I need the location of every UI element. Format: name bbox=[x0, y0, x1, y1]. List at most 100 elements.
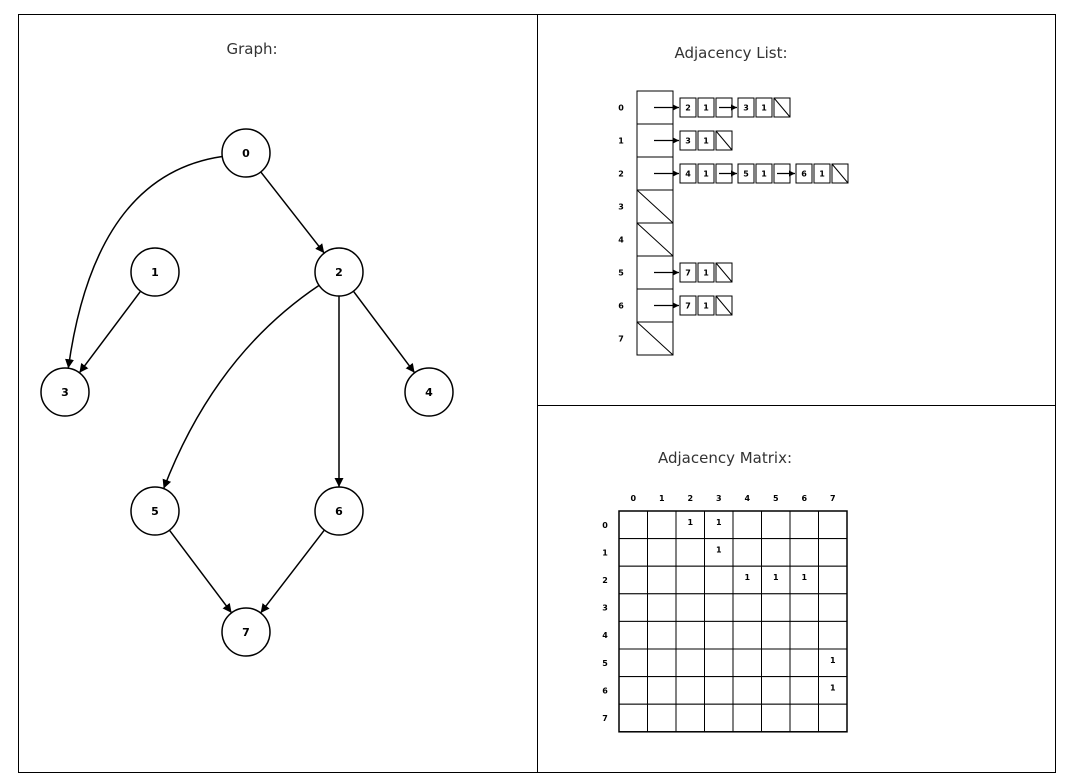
matrix-cell bbox=[618, 676, 648, 705]
adjacency-list-row-7: 7 bbox=[618, 321, 674, 356]
adjacency-list-row-3: 3 bbox=[618, 189, 674, 224]
graph-node-5: 5 bbox=[130, 486, 180, 536]
adjacency-list-node-value: 5 bbox=[743, 170, 749, 179]
weight-cell bbox=[813, 163, 831, 184]
matrix-cell bbox=[761, 703, 791, 733]
null-pointer-slash bbox=[636, 222, 674, 257]
matrix-cell bbox=[789, 648, 819, 678]
adjacency-list-weight-value: 1 bbox=[761, 104, 767, 113]
adjacency-list-vertex-label: 7 bbox=[618, 335, 624, 344]
matrix-cell bbox=[647, 703, 677, 733]
weight-cell bbox=[697, 97, 715, 118]
null-pointer-slash bbox=[636, 321, 674, 356]
matrix-cell bbox=[675, 648, 705, 678]
matrix-cell bbox=[732, 676, 762, 705]
adjacency-list-node-value: 3 bbox=[743, 104, 749, 113]
node-cell bbox=[679, 130, 697, 151]
matrix-column-label: 2 bbox=[687, 494, 693, 503]
matrix-cell bbox=[732, 648, 762, 678]
null-pointer-slash bbox=[831, 163, 849, 184]
matrix-cell bbox=[618, 565, 648, 595]
adjacency-list-weight-value: 1 bbox=[703, 302, 709, 311]
matrix-cell bbox=[789, 538, 819, 567]
weight-cell bbox=[697, 262, 715, 283]
matrix-cell-value: 1 bbox=[744, 573, 750, 582]
matrix-cell bbox=[618, 703, 648, 733]
null-pointer-slash bbox=[773, 97, 791, 118]
adjacency-matrix-panel bbox=[537, 405, 1056, 773]
adjacency-list-vertex-label: 3 bbox=[618, 203, 624, 212]
node-cell bbox=[679, 295, 697, 316]
graph-node-circle bbox=[314, 486, 364, 536]
matrix-cell bbox=[818, 565, 848, 595]
matrix-cell bbox=[761, 593, 791, 622]
matrix-column-label: 1 bbox=[659, 494, 665, 503]
matrix-cell bbox=[732, 703, 762, 733]
matrix-cell bbox=[647, 648, 677, 678]
matrix-cell bbox=[732, 593, 762, 622]
matrix-cell-value: 1 bbox=[773, 573, 779, 582]
graph-node-circle bbox=[314, 247, 364, 297]
matrix-row-label: 7 bbox=[602, 714, 608, 723]
graph-node-6: 6 bbox=[314, 486, 364, 536]
matrix-cell bbox=[789, 703, 819, 733]
adjacency-list-vertex-label: 0 bbox=[618, 104, 624, 113]
node-cell bbox=[679, 163, 697, 184]
matrix-cell bbox=[761, 565, 791, 595]
matrix-cell bbox=[647, 565, 677, 595]
matrix-border bbox=[618, 510, 848, 733]
graph-edge-6-7 bbox=[260, 529, 325, 614]
matrix-cell-value: 1 bbox=[716, 546, 722, 555]
matrix-cell bbox=[675, 593, 705, 622]
graph-node-circle bbox=[404, 367, 454, 417]
null-pointer-slash bbox=[636, 189, 674, 224]
matrix-column-label: 0 bbox=[630, 494, 636, 503]
adjacency-list-node-value: 3 bbox=[685, 137, 691, 146]
weight-cell bbox=[697, 130, 715, 151]
matrix-cell bbox=[618, 620, 648, 650]
matrix-row-label: 5 bbox=[602, 659, 608, 668]
matrix-cell bbox=[704, 703, 734, 733]
graph-edge-2-5 bbox=[162, 284, 320, 489]
matrix-row-label: 4 bbox=[602, 631, 608, 640]
matrix-cell bbox=[732, 620, 762, 650]
node-cell bbox=[737, 97, 755, 118]
graph-node-3: 3 bbox=[40, 367, 90, 417]
matrix-cell bbox=[675, 620, 705, 650]
adjacency-list-weight-value: 1 bbox=[703, 269, 709, 278]
adjacency-list-row-4: 4 bbox=[618, 222, 674, 257]
adjacency-list-weight-value: 1 bbox=[819, 170, 825, 179]
graph-node-label: 1 bbox=[151, 266, 159, 279]
adjacency-list-node-value: 7 bbox=[685, 302, 691, 311]
graph-node-circle bbox=[221, 607, 271, 657]
adjacency-list-title: Adjacency List: bbox=[674, 44, 788, 62]
matrix-column-label: 3 bbox=[716, 494, 722, 503]
matrix-cell bbox=[761, 510, 791, 540]
matrix-cell bbox=[818, 538, 848, 567]
graph-node-label: 0 bbox=[242, 147, 250, 160]
matrix-cell bbox=[704, 538, 734, 567]
graph-node-label: 7 bbox=[242, 626, 250, 639]
graph-node-label: 3 bbox=[61, 386, 69, 399]
graph-node-circle bbox=[130, 247, 180, 297]
matrix-row-label: 3 bbox=[602, 604, 608, 613]
graph-title: Graph: bbox=[226, 40, 278, 58]
matrix-column-label: 4 bbox=[744, 494, 750, 503]
adjacency-matrix-title: Adjacency Matrix: bbox=[657, 449, 793, 467]
matrix-cell bbox=[704, 620, 734, 650]
weight-cell bbox=[755, 163, 773, 184]
graph-node-circle bbox=[130, 486, 180, 536]
adjacency-list-node-value: 2 bbox=[685, 104, 691, 113]
graph-node-label: 2 bbox=[335, 266, 343, 279]
graph-node-1: 1 bbox=[130, 247, 180, 297]
